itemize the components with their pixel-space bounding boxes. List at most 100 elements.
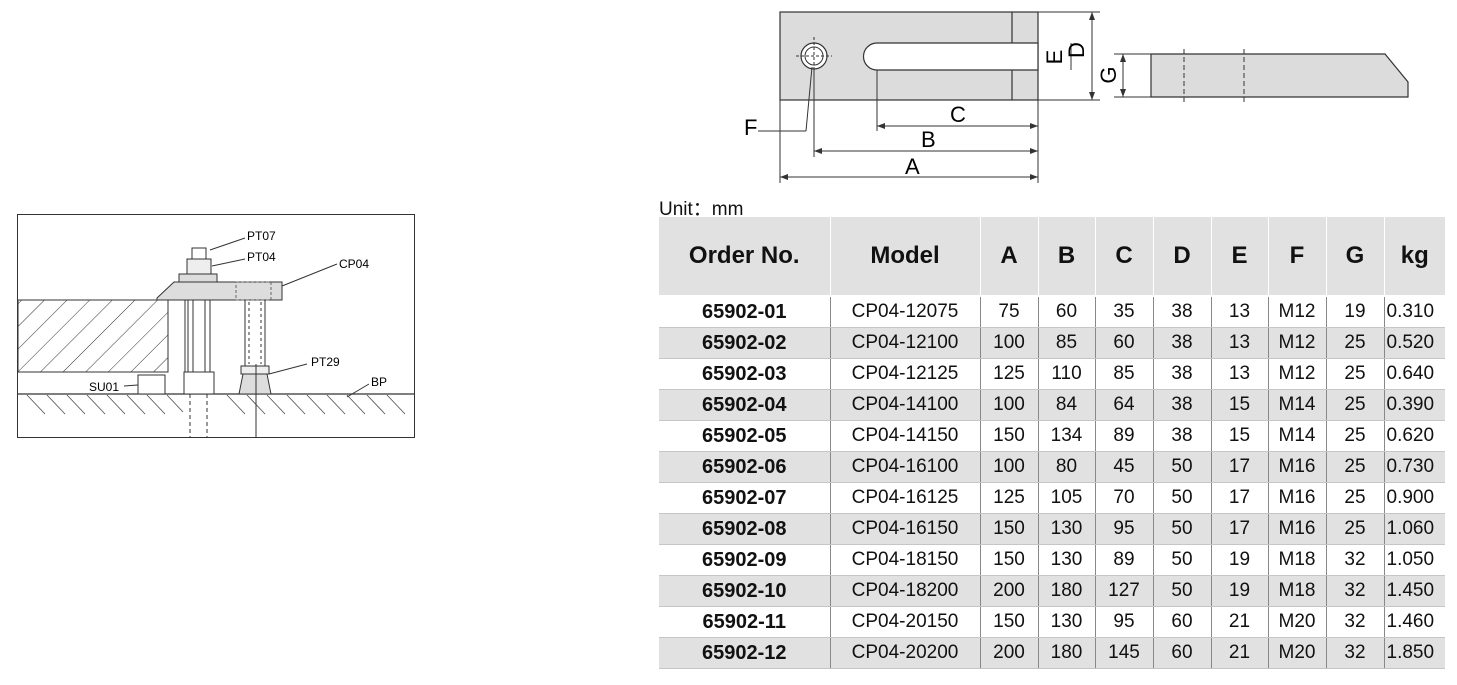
table-cell: 21 (1210, 606, 1268, 638)
table-cell: 0.900 (1383, 482, 1445, 514)
table-cell: 17 (1210, 482, 1268, 514)
table-cell: 75 (979, 296, 1038, 328)
table-cell: 50 (1152, 544, 1211, 576)
table-cell: 50 (1152, 451, 1211, 483)
table-cell: 95 (1094, 513, 1153, 545)
table-cell: 0.730 (1383, 451, 1445, 483)
table-cell: M12 (1267, 358, 1326, 390)
dim-label-d: D (1064, 42, 1089, 58)
nut-and-washer (178, 247, 218, 283)
column-header: C (1094, 217, 1153, 297)
table-cell: M18 (1267, 544, 1326, 576)
clamp-side-view (1150, 53, 1409, 98)
table-cell: 80 (1037, 451, 1095, 483)
table-cell: CP04-14150 (829, 420, 980, 452)
assembly-drawing: PT07 PT04 CP04 PT29 SU01 BP (17, 214, 415, 438)
table-cell: 0.310 (1383, 296, 1445, 328)
order-number-cell: 65902-03 (659, 358, 830, 390)
table-cell: 125 (979, 358, 1038, 390)
table-cell: 45 (1094, 451, 1153, 483)
label-pt07: PT07 (247, 229, 276, 243)
order-number-cell: 65902-04 (659, 389, 830, 421)
label-su01: SU01 (89, 380, 119, 394)
table-cell: M20 (1267, 606, 1326, 638)
column-header: D (1152, 217, 1211, 297)
t-slot-bolt (183, 299, 215, 438)
column-header: E (1210, 217, 1268, 297)
table-cell: 15 (1210, 389, 1268, 421)
label-pt04: PT04 (247, 250, 276, 264)
table-cell: 150 (979, 420, 1038, 452)
column-header: F (1267, 217, 1326, 297)
table-cell: 38 (1152, 389, 1211, 421)
column-header: Model (829, 217, 980, 297)
dim-label-f: F (744, 115, 757, 140)
order-number-cell: 65902-12 (659, 637, 830, 669)
table-cell: 0.620 (1383, 420, 1445, 452)
table-cell: 100 (979, 451, 1038, 483)
table-cell: M16 (1267, 451, 1326, 483)
table-cell: 0.390 (1383, 389, 1445, 421)
table-cell: 32 (1325, 575, 1384, 607)
table-cell: 60 (1152, 606, 1211, 638)
table-cell: M14 (1267, 420, 1326, 452)
table-cell: 145 (1094, 637, 1153, 669)
order-number-cell: 65902-06 (659, 451, 830, 483)
slot (862, 42, 1039, 71)
table-cell: CP04-16150 (829, 513, 980, 545)
order-number-cell: 65902-05 (659, 420, 830, 452)
table-cell: 150 (979, 606, 1038, 638)
table-cell: CP04-12100 (829, 327, 980, 359)
table-cell: 130 (1037, 606, 1095, 638)
table-cell: 130 (1037, 544, 1095, 576)
column-header: B (1037, 217, 1095, 297)
table-cell: CP04-16100 (829, 451, 980, 483)
table-cell: CP04-18200 (829, 575, 980, 607)
column-header: A (979, 217, 1038, 297)
table-cell: CP04-12075 (829, 296, 980, 328)
table-cell: 25 (1325, 482, 1384, 514)
table-cell: 127 (1094, 575, 1153, 607)
table-cell: 100 (979, 327, 1038, 359)
table-cell: 13 (1210, 327, 1268, 359)
table-cell: 0.640 (1383, 358, 1445, 390)
table-cell: M12 (1267, 327, 1326, 359)
table-cell: 38 (1152, 358, 1211, 390)
workpiece (17, 299, 169, 373)
table-cell: 15 (1210, 420, 1268, 452)
table-cell: 1.450 (1383, 575, 1445, 607)
table-cell: 200 (979, 637, 1038, 669)
table-cell: 150 (979, 513, 1038, 545)
clamp-plate (156, 281, 283, 301)
table-cell: 19 (1325, 296, 1384, 328)
table-cell: CP04-14100 (829, 389, 980, 421)
table-cell: 125 (979, 482, 1038, 514)
table-cell: 17 (1210, 513, 1268, 545)
table-cell: 32 (1325, 606, 1384, 638)
table-cell: CP04-20200 (829, 637, 980, 669)
table-cell: 50 (1152, 513, 1211, 545)
dim-label-b: B (921, 127, 936, 152)
table-cell: 1.460 (1383, 606, 1445, 638)
table-cell: M16 (1267, 513, 1326, 545)
table-cell: 50 (1152, 482, 1211, 514)
table-cell: 89 (1094, 544, 1153, 576)
table-cell: 134 (1037, 420, 1095, 452)
unit-label: Unit：mm (659, 199, 744, 220)
table-cell: 105 (1037, 482, 1095, 514)
table-cell: CP04-18150 (829, 544, 980, 576)
label-pt29: PT29 (311, 355, 340, 369)
table-cell: 130 (1037, 513, 1095, 545)
label-bp: BP (371, 375, 387, 389)
table-cell: 38 (1152, 420, 1211, 452)
